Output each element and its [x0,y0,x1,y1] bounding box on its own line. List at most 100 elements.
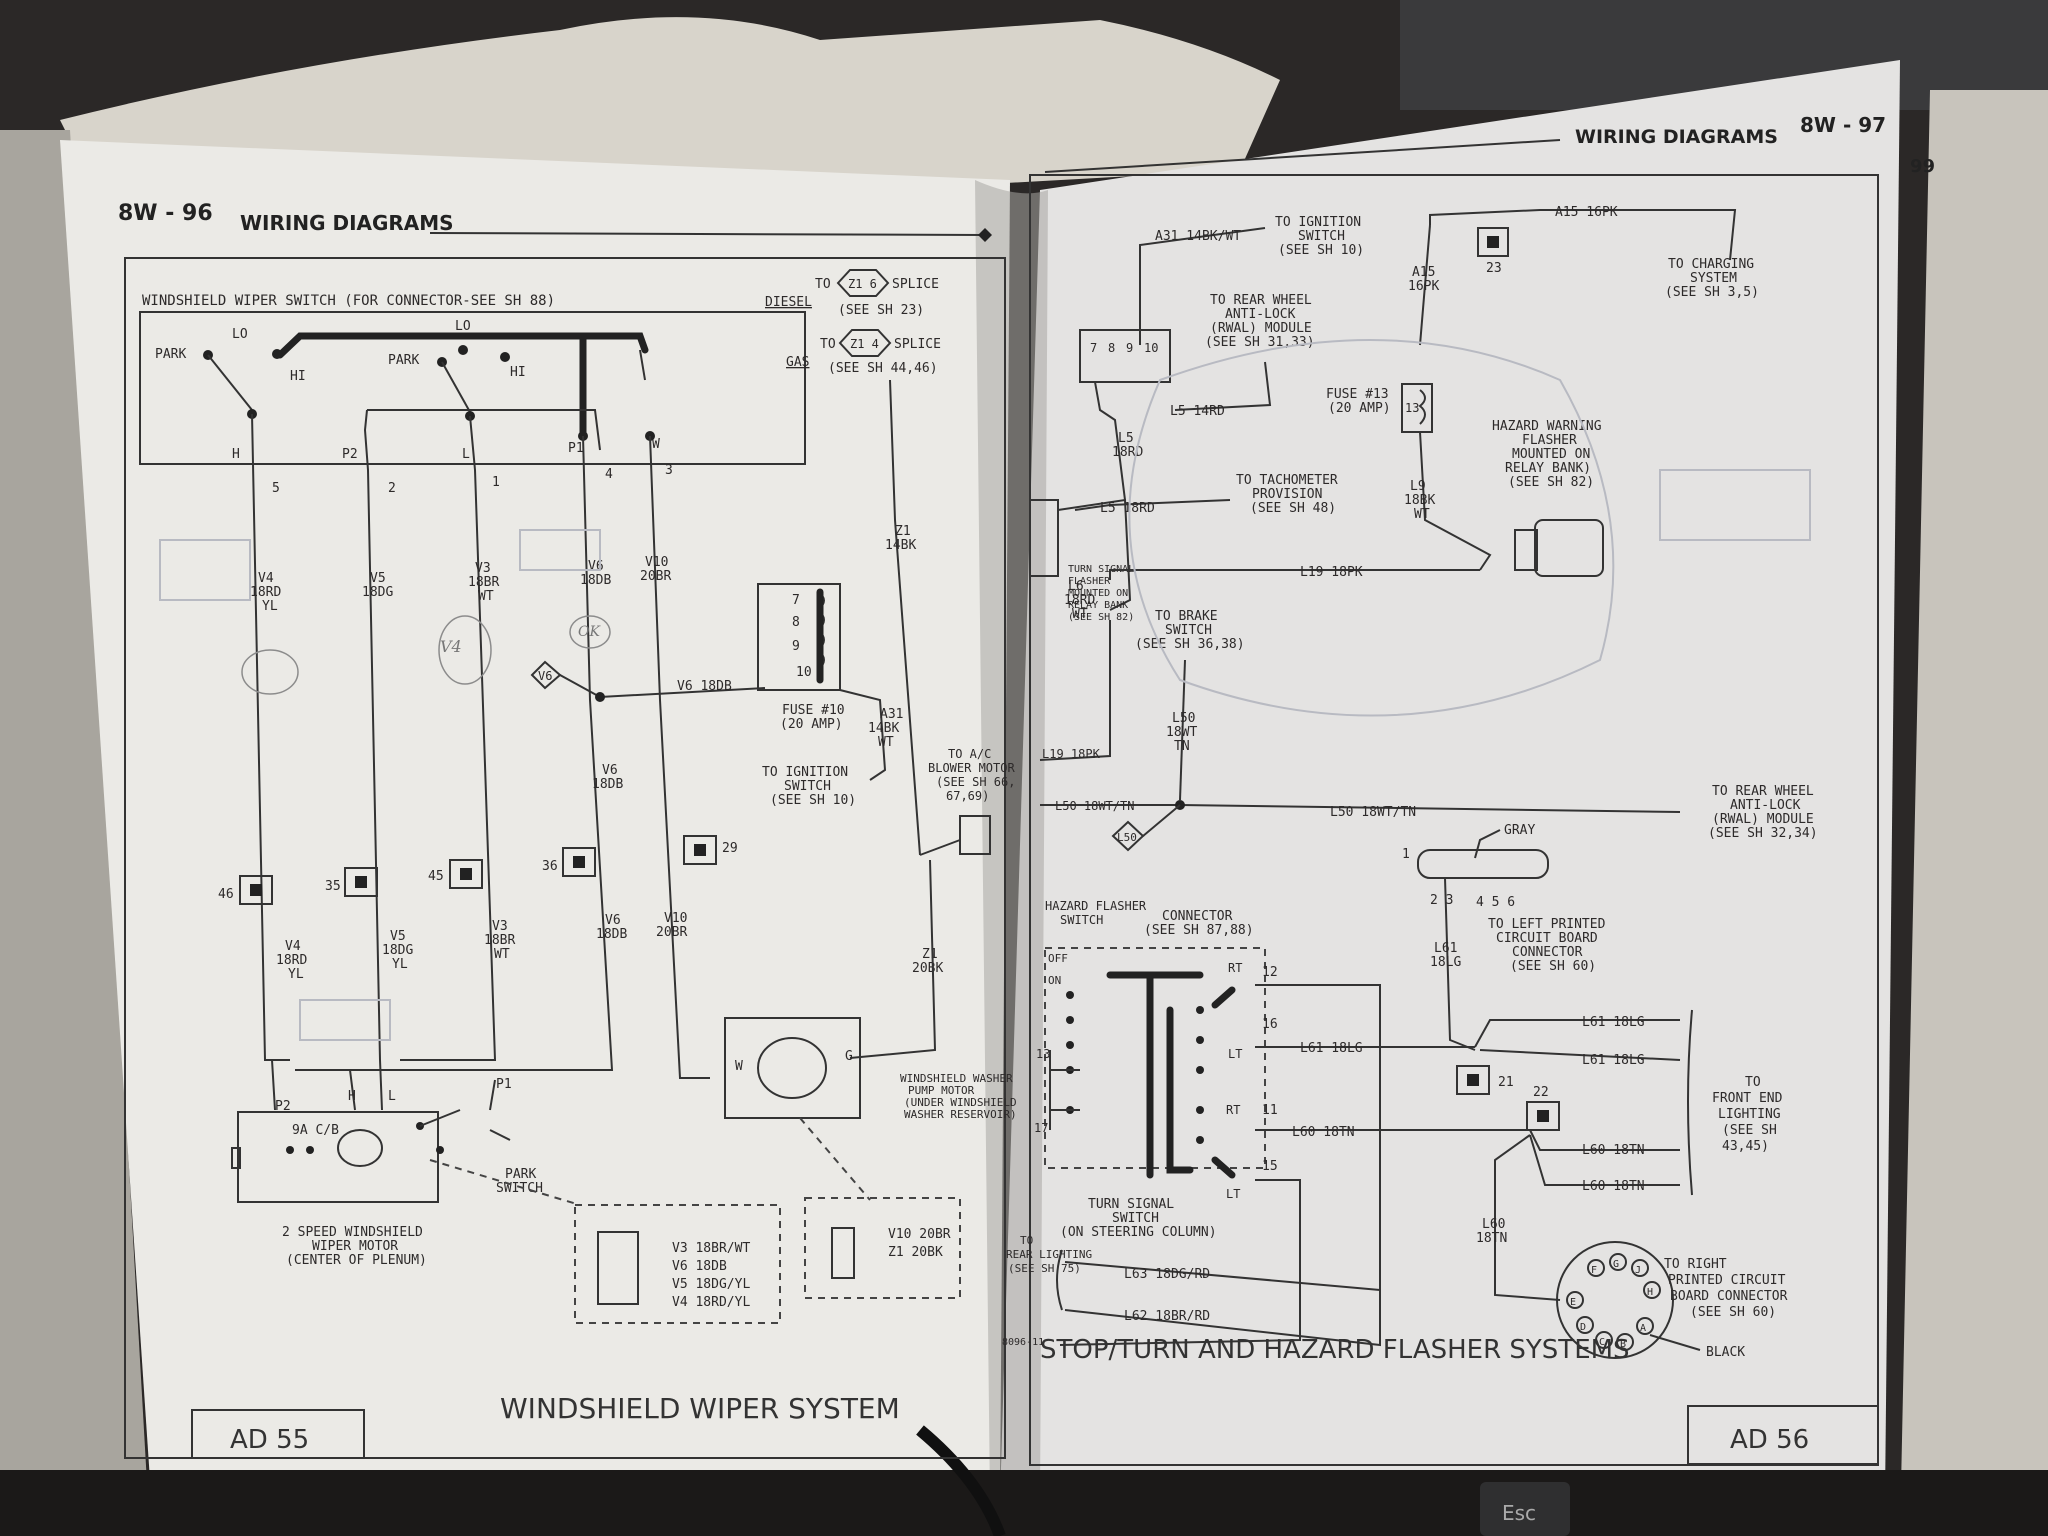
conn-22: 22 [1533,1085,1549,1100]
ac-4: 67,69) [946,789,989,803]
v6-tag: V6 [538,669,552,683]
switch-arm [441,361,471,413]
l50-a: L50 [1172,711,1195,726]
fuse-pin: 10 [796,665,812,680]
wire-a15 [1419,224,1431,346]
wire-v6 [295,435,614,1071]
motor-dot [436,1146,444,1154]
conn-23: 23 [1486,261,1502,276]
conn-35-icon [344,867,378,897]
conn-row: V6 18DB [672,1259,727,1274]
wire-label: 18BR [484,933,515,948]
p-15: 15 [1262,1159,1278,1174]
pcb-pin [1566,1291,1584,1309]
cpin: 10 [1144,341,1158,355]
brk-3: (SEE SH 36,38) [1135,637,1245,652]
pump-motor-icon [757,1037,827,1099]
wire-a15-top [1429,209,1737,261]
l62: L62 18BR/RD [1124,1309,1210,1324]
esc-key [1480,1482,1570,1536]
ac-1: TO A/C [948,747,991,761]
pin-2: 2 [388,481,396,496]
switch-blade [1211,1156,1236,1179]
left-header-rule [429,232,986,236]
conn-45-icon [449,859,483,889]
tsf-5: (SEE SH 82) [1068,612,1134,623]
wire-l60-r2 [1529,1134,1680,1186]
a15-top: A15 16PK [1555,205,1618,220]
right-footer-code: AD 56 [1730,1425,1809,1455]
right-header-code: 8W - 97 [1800,113,1886,137]
pcb-pin [1643,1281,1661,1299]
wire-label: 18DG [362,585,393,600]
turn-flasher-icon [1029,499,1059,577]
tach-1: TO TACHOMETER [1236,473,1338,488]
lbl-hi-2: HI [510,365,526,380]
bleed-through [1128,339,1615,717]
p-13: 13 [1036,1047,1050,1061]
cpin: 8 [1108,341,1115,355]
fuse-pin: 9 [792,639,800,654]
diesel-label: DIESEL [765,295,812,310]
rl-2: REAR LIGHTING [1006,1248,1092,1261]
l5-b: 18RD [1112,445,1143,460]
on-label: ON [1048,974,1061,987]
wire-v10 [649,435,710,1079]
wire-label: 20BR [656,925,687,940]
left-header-code: 8W - 96 [118,201,213,226]
fe-4: (SEE SH [1722,1123,1777,1138]
diesel-conn: Z1 6 [848,277,877,291]
motor-connector-icon [597,1231,639,1305]
conn-35-pin [355,876,367,888]
rt-2: RT [1226,1103,1240,1117]
off-label: OFF [1048,952,1068,965]
diesel-to: TO [815,277,831,292]
tsf-3: MOUNTED ON [1068,588,1128,599]
pcb-letter: G [1613,1259,1619,1270]
wiper-motor-box [237,1111,439,1203]
wire-a31 [1139,227,1266,345]
conn-21-pin [1467,1074,1479,1086]
motor-2: WIPER MOTOR [312,1239,398,1254]
wiper-switch-title: WINDSHIELD WIPER SWITCH (FOR CONNECTOR-S… [142,293,555,309]
conn-29: 29 [722,841,738,856]
conn-36: 36 [542,859,558,874]
l63: L63 18DG/RD [1124,1267,1210,1282]
l9-b: 18BK [1404,493,1435,508]
wire-label: 20BK [912,961,943,976]
l60-r1: L60 18TN [1582,1143,1645,1158]
rl-3: (SEE SH 75) [1008,1262,1081,1275]
wire-label: 20BR [640,569,671,584]
r-ign-1: TO IGNITION [1275,215,1361,230]
wire-l61-r2 [1479,1049,1681,1061]
hazard-switch-box [1044,947,1266,1169]
a15-a: A15 [1412,265,1435,280]
l60-mid: L60 18TN [1292,1125,1355,1140]
wire-label: YL [262,599,278,614]
wire-ac [919,839,961,856]
wire-label: V3 [492,919,508,934]
wiper-switch-bus [276,332,649,359]
hazard-flasher-base [1514,529,1538,571]
wire-label: V6 [588,559,604,574]
hfs-1: HAZARD FLASHER [1045,899,1147,913]
right-page-content: WIRING DIAGRAMS 8W - 97 99 AD 56 STOP/TU… [1002,113,1935,1466]
gas-see: (SEE SH 44,46) [828,361,938,376]
l6-a: L6 [1068,579,1084,594]
l60-b: 18TN [1476,1231,1507,1246]
motor-dot [306,1146,314,1154]
wire-label: V10 [664,911,687,926]
pin-1: 1 [492,475,500,490]
motor-lbl: P1 [496,1077,512,1092]
hand-note-1: V4 [440,637,462,656]
gas-to: TO [820,337,836,352]
l9-c: WT [1414,507,1430,522]
pcb-letter: E [1570,1297,1576,1308]
wire-l6 [1057,498,1132,611]
motor-connector-box [574,1204,781,1324]
pconn-row: Z1 20BK [888,1245,943,1260]
rwr-3: (RWAL) MODULE [1712,812,1814,827]
motor-lbl: P2 [275,1099,291,1114]
lbl-p1: P1 [568,441,584,456]
conn-35: 35 [325,879,341,894]
